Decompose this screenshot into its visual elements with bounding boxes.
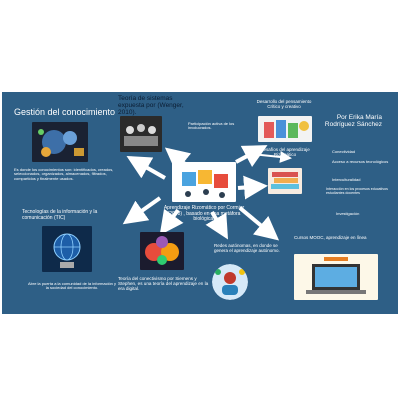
board-title: Gestión del conocimiento — [14, 107, 116, 117]
tic-title: Tecnologías de la información y la comun… — [22, 209, 98, 221]
tic-description: Abre la puerta a la comunidad de la info… — [27, 281, 117, 291]
author-credit: Por Erika María Rodríguez Sánchez — [324, 114, 382, 129]
desafios-title: Desafíos del aprendizaje Rizomático — [260, 147, 310, 157]
brain-head-icon — [140, 232, 184, 270]
globe-network-icon — [42, 226, 92, 272]
head-gears-icon — [32, 122, 88, 162]
gestion-description: Es donde los conocimientos son: identifi… — [14, 167, 114, 181]
challenge-item: Acceso a recursos tecnológicos — [332, 159, 389, 164]
books-icon — [258, 116, 312, 142]
book-stack-icon — [268, 168, 302, 194]
pensamiento-title: Desarrollo del pensamiento Crítico y cre… — [256, 99, 312, 109]
rizomatico-title: Aprendizaje Rizomático por Cormier (2008… — [163, 205, 245, 222]
redes-title: Redes autónomas, en donde se genera el a… — [214, 243, 280, 253]
avatar-network-icon — [212, 264, 248, 300]
group-meeting-icon — [120, 116, 162, 152]
challenge-item: Interculturalidad — [332, 177, 361, 182]
mooc-title: Cursos MOOC, aprendizaje en línea — [294, 235, 367, 240]
sistemas-description: Participación activa de los involucrados… — [188, 121, 235, 131]
challenge-item: Investigación — [336, 211, 360, 216]
puzzle-people-icon — [172, 162, 236, 202]
sistemas-title: Teoría de sistemas expuesta por (Wenger,… — [118, 95, 184, 117]
conectivismo-title: Teoría del conectivismo por Siemens y St… — [118, 276, 209, 292]
challenge-item: Interacción en los procesos educativos e… — [326, 187, 388, 195]
laptop-icon — [294, 254, 378, 300]
challenge-item: Conectividad — [332, 149, 356, 154]
